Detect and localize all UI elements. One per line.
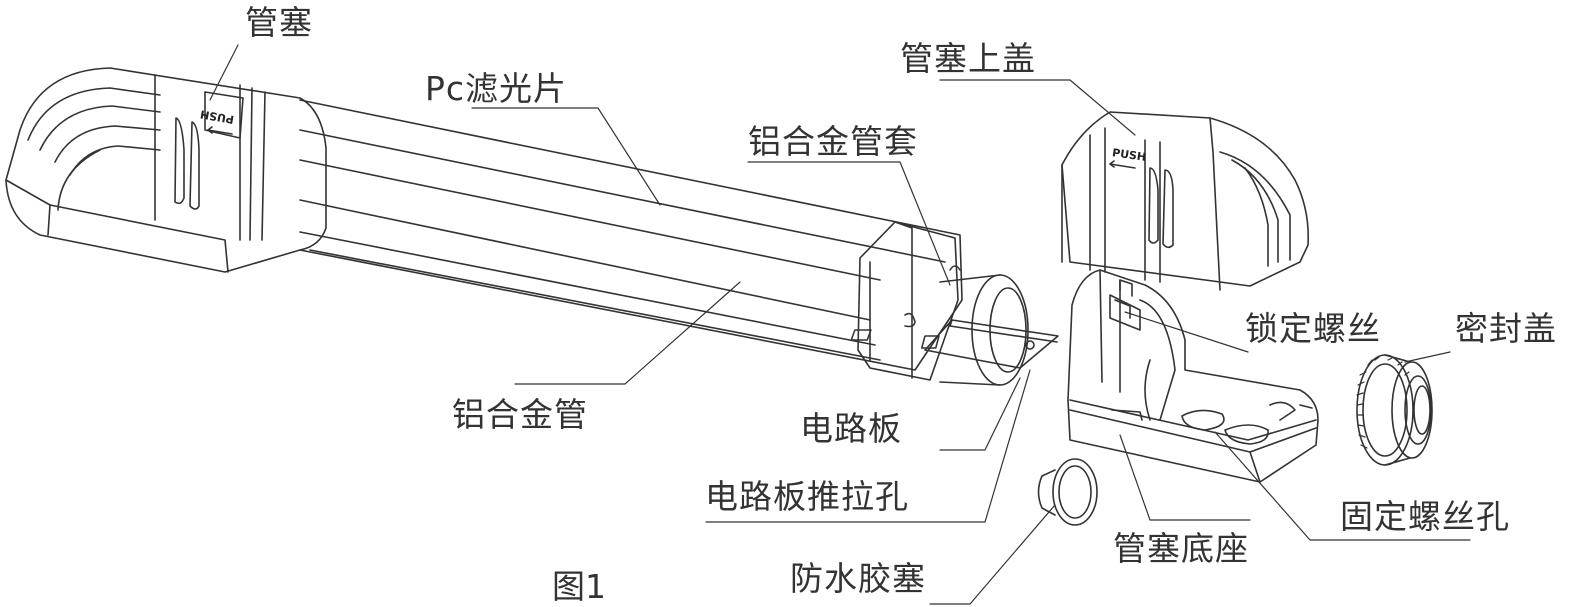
label-guansai: 管塞: [245, 3, 313, 42]
alloy-sleeve-drawing: [857, 221, 1029, 386]
figure-caption: 图1: [552, 567, 606, 606]
base-drawing: [1067, 269, 1319, 483]
label-top-cover: 管塞上盖: [900, 39, 1036, 78]
rubber-plug-drawing: [1037, 458, 1098, 526]
end-plug-left-drawing: PUSH: [5, 67, 327, 273]
label-seal-cap: 密封盖: [1455, 309, 1557, 348]
label-lock-screw: 锁定螺丝: [1245, 309, 1381, 348]
label-base: 管塞底座: [1113, 529, 1249, 568]
top-cover-drawing: PUSH: [1061, 111, 1310, 291]
label-rubber-plug: 防水胶塞: [790, 559, 926, 598]
leader-lines: [209, 44, 1471, 605]
label-alloy-sleeve: 铝合金管套: [748, 122, 918, 161]
push-text-left: PUSH: [199, 107, 235, 126]
label-pcb-pull-hole: 电路板推拉孔: [705, 477, 909, 516]
label-fix-screw-hole: 固定螺丝孔: [1340, 497, 1510, 536]
label-pc-filter: Pc滤光片: [425, 69, 568, 108]
push-text-right: PUSH: [1111, 146, 1147, 164]
label-alloy-tube: 铝合金管: [452, 395, 588, 434]
seal-cap-drawing: [1356, 354, 1433, 466]
label-pcb: 电路板: [800, 409, 902, 448]
pcb-drawing: [850, 319, 1059, 369]
alloy-tube-drawing: [299, 99, 963, 371]
